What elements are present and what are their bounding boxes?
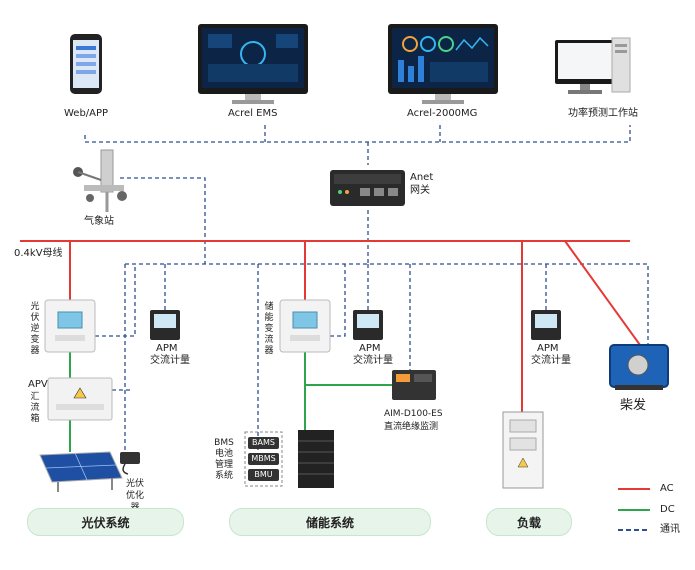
bmu-label: BMU <box>254 470 273 479</box>
optimizer-icon <box>120 452 140 475</box>
combiner-apv-label: APV <box>28 379 48 390</box>
gateway-sub: 网关 <box>410 185 430 196</box>
battery-rack-icon <box>298 430 334 488</box>
legend-dc-label: DC <box>660 504 675 515</box>
solar-panel-icon <box>39 451 123 492</box>
apm-3-desc: 交流计量 <box>531 355 571 366</box>
bmu-box <box>248 469 279 481</box>
comm-weather <box>120 177 206 264</box>
apm-meter-2-icon <box>353 310 383 340</box>
diesel-label: 柴发 <box>620 398 647 413</box>
section-pv: 光伏系统 <box>27 508 184 536</box>
apm-1-name: APM <box>156 343 178 354</box>
dc-lines <box>69 352 392 452</box>
weather-station-icon <box>73 149 127 212</box>
bms-title: BMS电池管理系统 <box>214 438 234 481</box>
weather-station-label: 气象站 <box>84 216 114 227</box>
load-cabinet-icon <box>502 411 544 489</box>
apm-1-desc: 交流计量 <box>150 355 190 366</box>
monitor-ems-icon <box>198 24 308 104</box>
monitor-2000mg-icon <box>388 24 498 104</box>
comm-pcs <box>330 264 346 337</box>
section-load: 负载 <box>486 508 572 536</box>
apm-meter-1-icon <box>150 310 180 340</box>
bams-box <box>248 437 279 449</box>
pv-inverter-icon <box>44 299 96 353</box>
apm-meter-3-icon <box>531 310 561 340</box>
comm-top-bus <box>84 125 631 143</box>
apm-3-name: APM <box>537 343 559 354</box>
acrel-ems-label: Acrel EMS <box>228 108 278 119</box>
gateway-icon <box>330 170 405 206</box>
diesel-generator-icon <box>609 344 669 390</box>
pcs-icon <box>279 299 331 353</box>
combiner-box-icon <box>47 377 113 421</box>
apm-2-name: APM <box>359 343 381 354</box>
mbms-box <box>248 453 279 465</box>
aim-name: AIM-D100-ES <box>384 409 443 419</box>
combiner-label: 汇流箱 <box>30 392 40 424</box>
mbms-label: MBMS <box>251 454 276 463</box>
phone-icon <box>70 34 102 94</box>
bus-label: 0.4kV母线 <box>14 248 63 259</box>
aim-desc: 直流绝缘监测 <box>384 422 439 432</box>
legend-comm-label: 通讯 <box>660 524 680 535</box>
bms-group-box <box>244 431 283 487</box>
comm-pv-inverter <box>95 264 136 337</box>
pv-inverter-label: 光伏逆变器 <box>30 302 40 356</box>
web-app-label: Web/APP <box>64 108 109 119</box>
comm-lines <box>84 125 649 460</box>
workstation-icon <box>555 37 631 94</box>
pcs-label: 储能变流器 <box>264 302 274 356</box>
bams-label: BAMS <box>252 438 275 447</box>
aim-device-icon <box>392 370 436 400</box>
gateway-name: Anet <box>410 172 434 183</box>
legend-ac-label: AC <box>660 483 674 494</box>
ac-lines <box>20 240 641 412</box>
ac-diesel <box>564 240 641 346</box>
forecast-station-label: 功率预测工作站 <box>568 108 638 119</box>
apm-2-desc: 交流计量 <box>353 355 393 366</box>
acrel-2000mg-label: Acrel-2000MG <box>407 108 478 119</box>
section-storage: 储能系统 <box>229 508 431 536</box>
comm-field-bus <box>125 263 649 345</box>
legend <box>618 488 650 531</box>
